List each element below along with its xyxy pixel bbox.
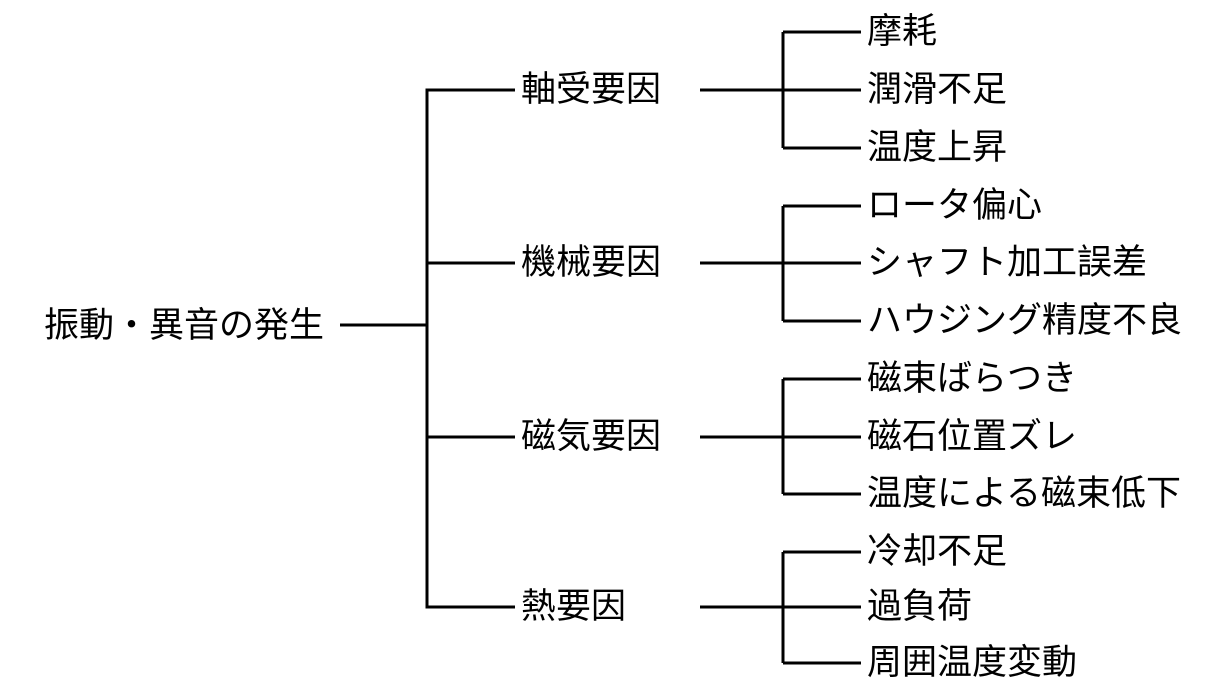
branch-connector-lines-magnetic bbox=[427, 377, 861, 496]
root-trunk-line bbox=[340, 88, 429, 609]
leaf-label-flux-drop-due-to-temperature: 温度による磁束低下 bbox=[867, 474, 1181, 513]
root-node-label: 振動・異音の発生 bbox=[44, 306, 325, 345]
leaf-label-magnetic-flux-variation: 磁束ばらつき bbox=[867, 359, 1078, 398]
branch-label-bearing-factors: 軸受要因 bbox=[521, 70, 662, 109]
branch-connector-lines-bearing bbox=[427, 30, 861, 150]
leaf-label-insufficient-cooling: 冷却不足 bbox=[867, 532, 1008, 571]
branch-connector-lines-thermal bbox=[427, 550, 861, 665]
leaf-label-temperature-rise: 温度上昇 bbox=[867, 128, 1008, 167]
leaf-label-insufficient-lubrication: 潤滑不足 bbox=[867, 70, 1008, 109]
leaf-label-magnet-position-misalignment: 磁石位置ズレ bbox=[867, 417, 1078, 456]
branch-label-mechanical-factors: 機械要因 bbox=[521, 243, 662, 282]
branch-label-thermal-factors: 熱要因 bbox=[521, 587, 627, 626]
leaf-label-rotor-eccentricity: ロータ偏心 bbox=[867, 186, 1043, 225]
leaf-label-overload: 過負荷 bbox=[867, 587, 973, 626]
leaf-label-ambient-temperature-fluctuation: 周囲温度変動 bbox=[867, 643, 1078, 682]
leaf-label-wear: 摩耗 bbox=[867, 12, 938, 51]
leaf-label-shaft-machining-error: シャフト加工誤差 bbox=[867, 243, 1148, 282]
leaf-label-housing-precision-defect: ハウジング精度不良 bbox=[867, 301, 1183, 340]
branch-label-magnetic-factors: 磁気要因 bbox=[521, 417, 662, 456]
branch-connector-lines-mechanical bbox=[427, 204, 861, 323]
